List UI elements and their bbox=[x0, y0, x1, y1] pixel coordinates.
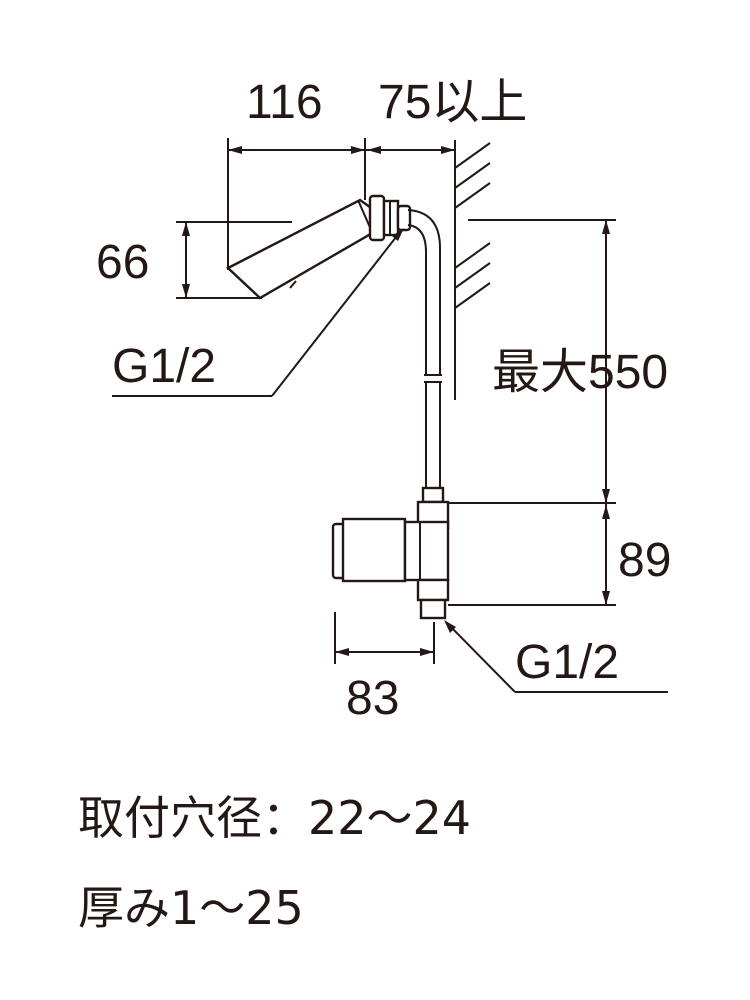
arrowhead bbox=[420, 648, 434, 656]
dim-83: 83 bbox=[334, 612, 435, 725]
arrowhead bbox=[602, 489, 610, 503]
thread-label-bottom: G1/2 bbox=[515, 636, 619, 689]
wall-hatch bbox=[454, 242, 491, 269]
hose bbox=[407, 209, 445, 504]
arrowhead bbox=[392, 228, 404, 241]
flange-ring bbox=[368, 194, 386, 242]
wall-hatch bbox=[454, 142, 491, 169]
wall-hatch bbox=[454, 162, 491, 189]
dim-label-89: 89 bbox=[618, 534, 671, 587]
spout bbox=[225, 198, 376, 300]
valve-handle bbox=[341, 517, 407, 583]
dim-label-83: 83 bbox=[346, 672, 399, 725]
mounting-hole-note: 取付穴径：22〜24 bbox=[78, 791, 472, 845]
wall bbox=[454, 140, 491, 400]
wall-hatch bbox=[454, 182, 491, 209]
valve bbox=[331, 500, 450, 620]
arrowhead bbox=[335, 648, 349, 656]
dim-89: 89 bbox=[448, 503, 671, 606]
arrowhead bbox=[602, 505, 610, 519]
leader-line bbox=[271, 231, 401, 397]
arrowhead bbox=[602, 220, 610, 234]
arrowhead bbox=[228, 146, 242, 154]
hose-coupling bbox=[421, 486, 445, 504]
valve-outlet-nut bbox=[419, 598, 447, 620]
dim-label-550: 最大550 bbox=[492, 346, 668, 399]
arrowhead bbox=[182, 284, 190, 298]
arrowhead bbox=[602, 591, 610, 605]
arrowhead bbox=[441, 146, 455, 154]
dim-116: 116 bbox=[227, 76, 366, 270]
arrowhead bbox=[444, 620, 456, 633]
arrowhead bbox=[182, 222, 190, 236]
wall-hatch bbox=[454, 282, 491, 309]
wall-hatch bbox=[454, 262, 491, 289]
dim-75: 75以上 bbox=[365, 76, 527, 154]
dim-66: 66 bbox=[96, 221, 292, 299]
valve-body bbox=[403, 520, 450, 582]
dim-label-75: 75以上 bbox=[378, 76, 527, 129]
leader-thread-top: G1/2 bbox=[112, 228, 404, 397]
thickness-note: 厚み1〜25 bbox=[78, 881, 304, 935]
dim-label-66: 66 bbox=[96, 236, 149, 289]
spout-body bbox=[225, 198, 376, 300]
leader-line bbox=[447, 623, 516, 693]
arrowhead bbox=[367, 146, 381, 154]
hose-inner bbox=[407, 224, 427, 375]
dim-550: 最大550 bbox=[448, 219, 668, 504]
dim-label-116: 116 bbox=[246, 76, 323, 129]
spout-tip bbox=[289, 280, 297, 289]
arrowhead bbox=[351, 146, 365, 154]
valve-outlet bbox=[416, 578, 450, 602]
hose-outer bbox=[407, 209, 441, 375]
thread-label-top: G1/2 bbox=[112, 340, 216, 393]
wall-flange bbox=[368, 194, 412, 242]
leader-thread-bottom: G1/2 bbox=[444, 620, 668, 693]
flange-cap bbox=[396, 204, 412, 232]
